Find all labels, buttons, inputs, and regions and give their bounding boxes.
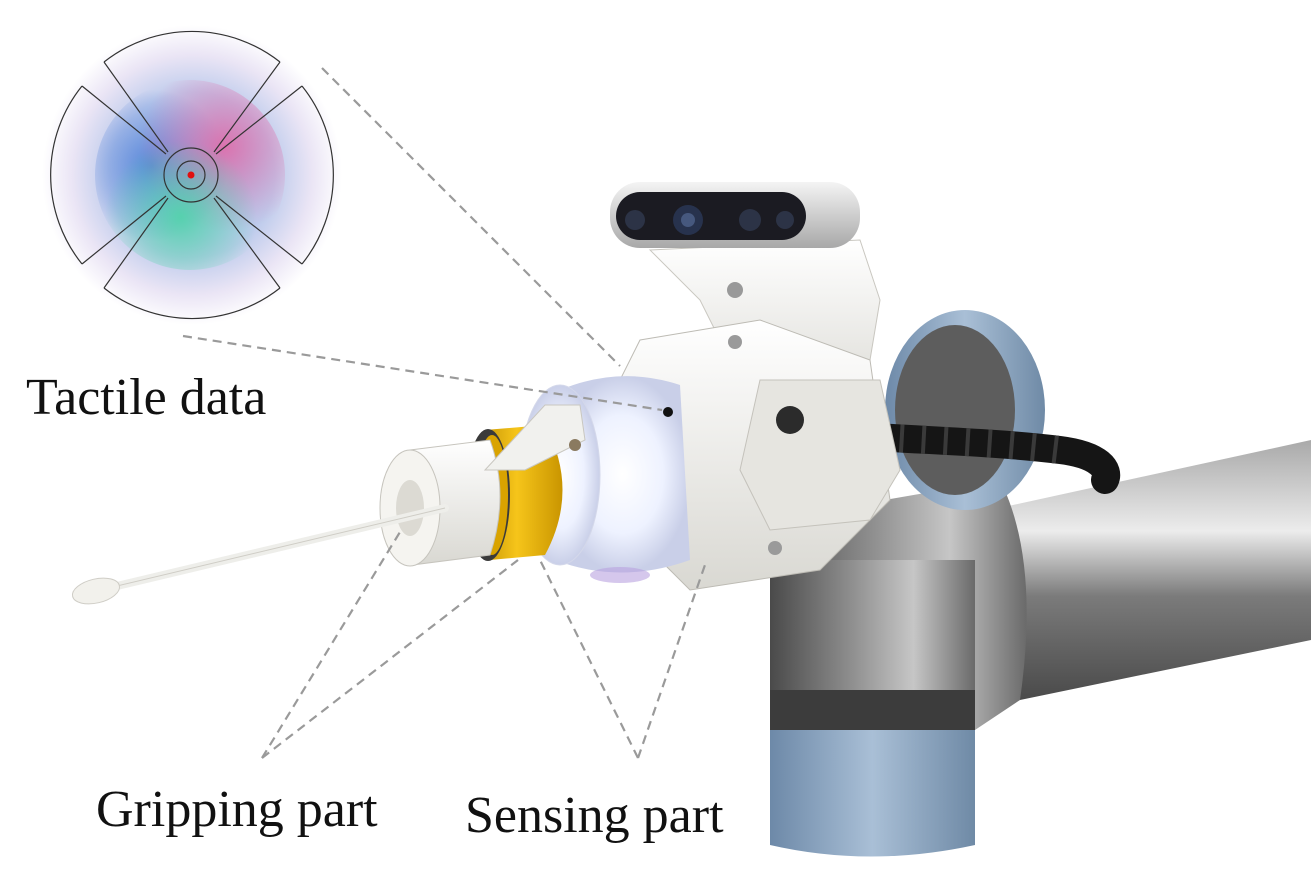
sensing-part-label: Sensing part [465, 787, 724, 844]
gripping-part-label: Gripping part [96, 781, 378, 838]
gripping-part-icon [379, 404, 586, 567]
tactile-contact-dot [187, 171, 195, 179]
cotton-swab-icon [71, 504, 449, 605]
leader-lines [182, 67, 708, 759]
tactile-sensor-image-icon [42, 25, 342, 325]
tactile-data-label: Tactile data [26, 369, 267, 426]
leader-line-tactile-upper [321, 67, 621, 367]
leader-line-grip-2 [261, 559, 519, 759]
leader-line-sense-1 [539, 559, 639, 759]
leader-line-sense-2 [636, 561, 708, 759]
contact-point-marker [663, 407, 673, 417]
leader-line-tactile-lower [182, 334, 663, 412]
leader-line-grip-1 [261, 531, 401, 759]
